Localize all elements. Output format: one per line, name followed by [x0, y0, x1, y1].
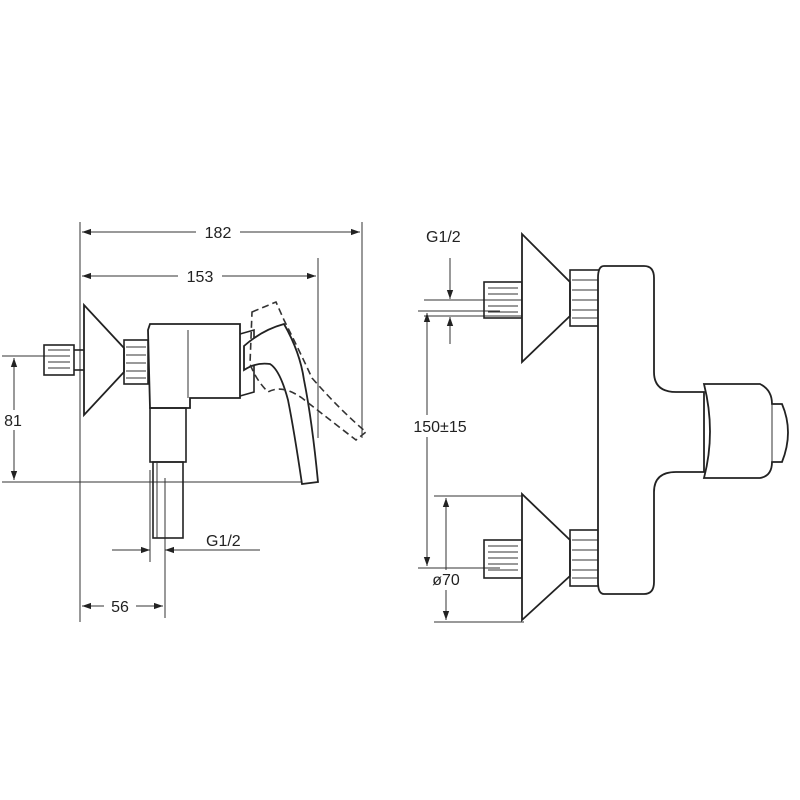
dim-70: ø70 — [426, 498, 466, 620]
side-lever-alt-position — [249, 300, 368, 442]
dim-label-150: 150±15 — [413, 419, 466, 436]
dim-label-182: 182 — [205, 225, 232, 242]
front-upper-flange — [521, 231, 571, 365]
dim-81: 81 — [0, 358, 26, 480]
side-wall-flange — [83, 302, 125, 418]
dim-label-56: 56 — [111, 599, 129, 616]
front-lower-inlet — [483, 491, 601, 623]
dim-label-70: ø70 — [432, 572, 460, 589]
side-inlet-nut — [43, 344, 88, 376]
front-valve-body — [597, 265, 705, 595]
front-view: G1/2 150±15 ø70 — [400, 229, 789, 623]
front-cartridge — [702, 383, 789, 479]
dim-thread-side: G1/2 — [112, 533, 260, 554]
dim-thread-front: G1/2 — [426, 229, 461, 344]
dim-153: 153 — [82, 266, 316, 286]
side-valve-body — [147, 323, 241, 409]
side-lever — [243, 322, 319, 486]
side-union-nut — [123, 339, 149, 385]
front-upper-inlet — [483, 231, 601, 365]
dim-label-thread-front: G1/2 — [426, 229, 461, 246]
dim-56: 56 — [82, 596, 163, 616]
dim-label-thread-side: G1/2 — [206, 533, 241, 550]
side-view: 182 153 81 G1/2 56 — [0, 222, 368, 622]
dim-150: 150±15 — [400, 313, 480, 566]
front-lower-flange — [521, 491, 571, 623]
side-outlet-pipe — [149, 407, 187, 539]
dim-label-153: 153 — [187, 269, 214, 286]
dim-label-81: 81 — [4, 413, 22, 430]
dim-182: 182 — [82, 222, 360, 242]
